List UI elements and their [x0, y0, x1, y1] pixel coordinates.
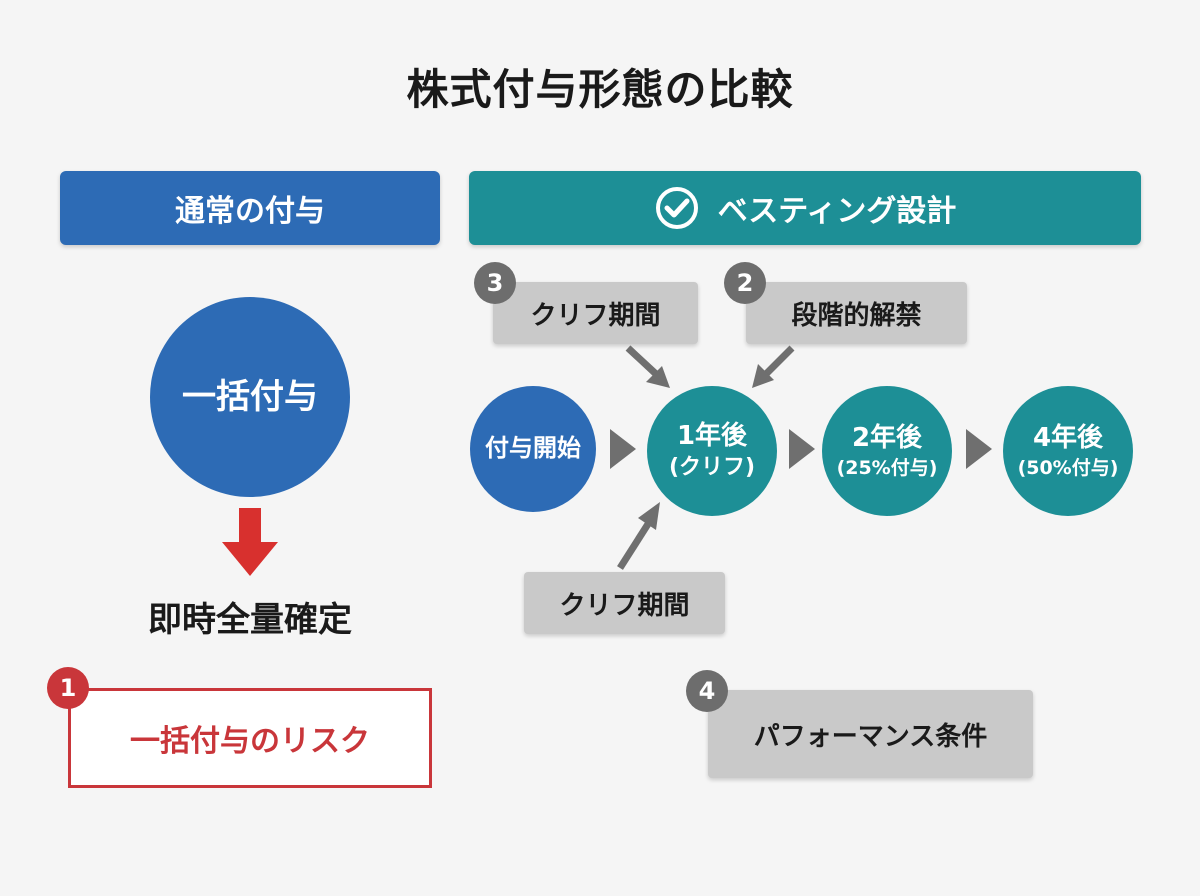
immediate-vesting-text: 即時全量確定: [148, 600, 352, 640]
lump-sum-grant-circle: 一括付与: [150, 297, 350, 497]
timeline-node-label: 付与開始: [485, 434, 581, 463]
page-title: 株式付与形態の比較: [406, 65, 794, 114]
timeline-arrow-2-icon: [789, 429, 815, 469]
arrow-from-cliff-top: [625, 345, 670, 388]
check-circle-icon: [655, 187, 698, 229]
timeline-node-sublabel: (クリフ): [668, 454, 756, 480]
lump-sum-risk-label: 一括付与のリスク: [130, 724, 370, 759]
performance-condition-callout: パフォーマンス条件: [708, 690, 1033, 778]
normal-grant-header: 通常の付与: [60, 171, 440, 245]
cliff-period-callout-top: クリフ期間: [493, 282, 698, 344]
cliff-period-callout-bottom: クリフ期間: [524, 572, 725, 634]
timeline-node-grant-start: 付与開始: [470, 386, 596, 512]
arrow-from-staged-release: [752, 345, 795, 388]
vesting-design-header-label: ベスティング設計: [717, 194, 957, 229]
callout-number-badge-3: 3: [474, 262, 516, 304]
timeline-node-label: 4年後: [1032, 422, 1104, 453]
callout-number-badge-4: 4: [686, 670, 728, 712]
timeline-node-sublabel: (25%付与): [836, 456, 938, 479]
timeline-node-sublabel: (50%付与): [1017, 456, 1119, 479]
lump-sum-grant-label: 一括付与: [182, 376, 318, 417]
cliff-period-label-bottom: クリフ期間: [559, 590, 690, 621]
timeline-node-label: 2年後: [851, 422, 923, 453]
lump-sum-risk-box: 一括付与のリスク: [68, 688, 432, 788]
callout-number-badge-2: 2: [724, 262, 766, 304]
down-arrow-icon: [222, 508, 278, 576]
vesting-design-header: ベスティング設計: [469, 171, 1141, 245]
performance-condition-label: パフォーマンス条件: [753, 721, 988, 752]
arrow-from-cliff-bottom: [617, 502, 660, 570]
timeline-arrow-3-icon: [966, 429, 992, 469]
timeline-node-label: 1年後: [676, 420, 748, 451]
timeline-node-4-years: 4年後 (50%付与): [1003, 386, 1133, 516]
timeline-node-2-years: 2年後 (25%付与): [822, 386, 952, 516]
cliff-period-label-top: クリフ期間: [530, 300, 661, 331]
staged-release-label: 段階的解禁: [791, 300, 922, 331]
timeline-arrow-1-icon: [610, 429, 636, 469]
risk-number-badge: 1: [47, 667, 89, 709]
staged-release-callout: 段階的解禁: [746, 282, 967, 344]
normal-grant-header-label: 通常の付与: [175, 194, 325, 229]
timeline-node-1-year: 1年後 (クリフ): [647, 386, 777, 516]
